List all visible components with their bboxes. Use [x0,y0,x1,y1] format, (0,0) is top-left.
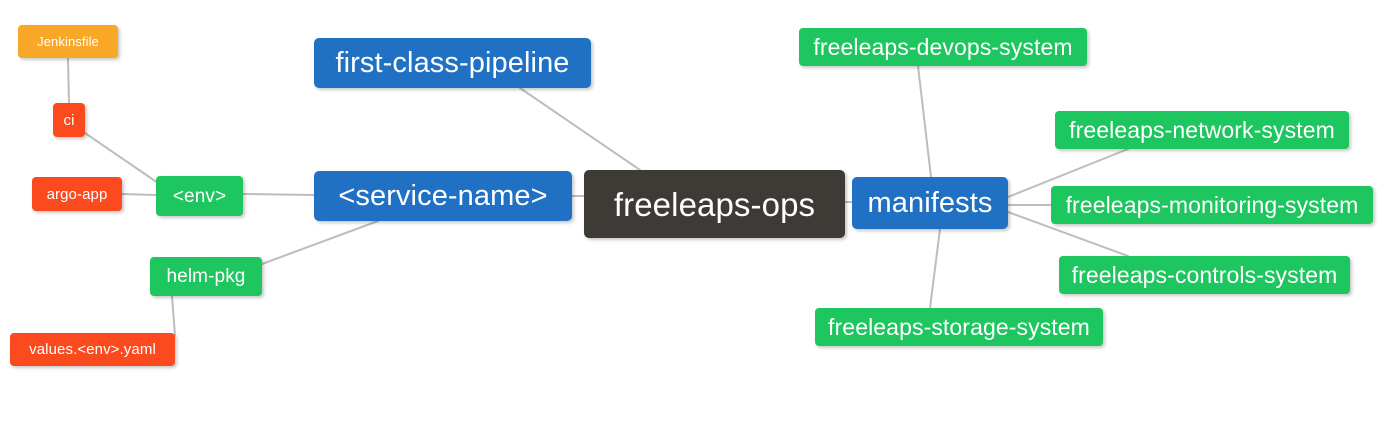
node-argo-app[interactable]: argo-app [32,177,122,211]
edge-values-yaml-to-helm-pkg [171,295,176,337]
node-first-class-pipeline[interactable]: first-class-pipeline [314,38,591,88]
edge-first-class-pipeline-to-freeleaps-ops [519,87,641,171]
node-freeleaps-storage-system[interactable]: freeleaps-storage-system [815,308,1103,346]
edge-helm-pkg-to-service-name [261,220,379,265]
edge-manifests-to-freeleaps-devops-system [917,65,932,178]
node-service-name[interactable]: <service-name> [314,171,572,221]
edge-manifests-to-freeleaps-storage-system [929,228,941,309]
edge-env-to-service-name [242,193,315,196]
node-helm-pkg[interactable]: helm-pkg [150,257,262,296]
node-freeleaps-network-system[interactable]: freeleaps-network-system [1055,111,1349,149]
node-jenkinsfile[interactable]: Jenkinsfile [18,25,118,58]
node-freeleaps-devops-system[interactable]: freeleaps-devops-system [799,28,1087,66]
edge-ci-to-env [84,132,159,184]
node-ci[interactable]: ci [53,103,85,137]
edge-jenkinsfile-to-ci [67,57,70,104]
node-freeleaps-monitoring-system[interactable]: freeleaps-monitoring-system [1051,186,1373,224]
node-freeleaps-controls-system[interactable]: freeleaps-controls-system [1059,256,1350,294]
node-freeleaps-ops[interactable]: freeleaps-ops [584,170,845,238]
node-values-yaml[interactable]: values.<env>.yaml [10,333,175,366]
node-manifests[interactable]: manifests [852,177,1008,229]
edge-argo-app-to-env [121,193,157,196]
node-env[interactable]: <env> [156,176,243,216]
